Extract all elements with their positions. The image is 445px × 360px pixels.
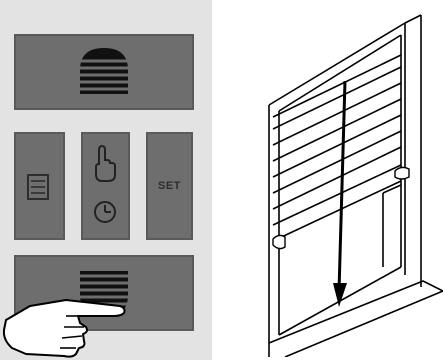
mode-button[interactable] — [14, 132, 65, 240]
pointing-hand-icon — [2, 299, 126, 358]
remote-control-panel: SET — [0, 0, 212, 360]
window-illustration — [268, 14, 443, 357]
manual-auto-button[interactable] — [81, 132, 130, 240]
list-icon — [27, 174, 49, 200]
window-sill — [268, 280, 443, 357]
shutter-up-icon — [76, 48, 132, 94]
down-arrow — [333, 80, 347, 307]
clock-icon — [94, 201, 116, 223]
shutter-end-caps — [272, 166, 410, 250]
manual-hand-icon — [95, 144, 116, 182]
set-button[interactable]: SET — [146, 132, 193, 240]
roller-shutter-slats — [272, 54, 402, 242]
set-label: SET — [158, 180, 181, 192]
up-button[interactable] — [14, 34, 194, 110]
